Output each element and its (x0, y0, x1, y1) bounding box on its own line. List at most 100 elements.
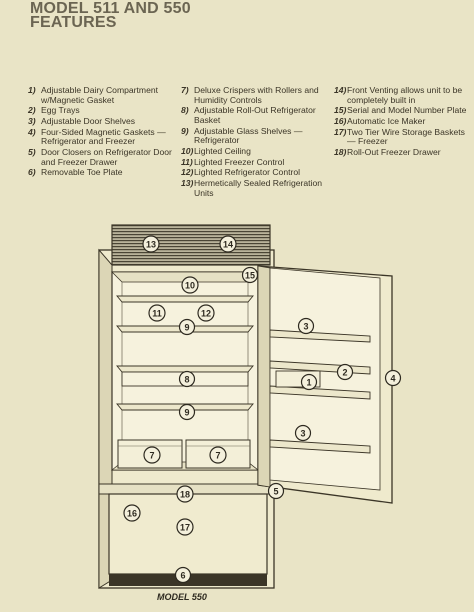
feature-text: Automatic Ice Maker (347, 116, 426, 127)
door-shelf-4 (269, 439, 371, 454)
callout-13: 13 (142, 235, 160, 253)
callout-1: 1 (300, 373, 318, 391)
door-shelf-3 (269, 385, 371, 400)
feature-text: Roll-Out Freezer Drawer (347, 147, 441, 158)
feature-text: Adjustable Door Shelves (41, 116, 136, 127)
callout-label: 4 (390, 374, 395, 384)
feature-item: 5) Door Closers on Refrigerator Door and … (28, 148, 173, 167)
feature-item: 3) Adjustable Door Shelves (28, 116, 173, 127)
feature-number: 3) (28, 116, 36, 127)
feature-column-3: 14)Front Venting allows unit to be compl… (334, 85, 472, 159)
callout-7-right: 7 (209, 446, 227, 464)
callout-12: 12 (197, 304, 215, 322)
callout-8: 8 (178, 370, 196, 388)
feature-number: 1) (28, 85, 36, 95)
title-line-1: MODEL 511 AND 550 (30, 0, 191, 17)
callout-label: 15 (245, 271, 255, 281)
title-line-2: FEATURES (30, 14, 117, 31)
callout-3-top: 3 (297, 317, 315, 335)
callout-9-lower: 9 (178, 403, 196, 421)
callout-label: 7 (215, 451, 220, 461)
callout-3-bottom: 3 (294, 424, 312, 442)
feature-number: 6) (28, 167, 36, 178)
feature-text: Front Venting allows unit to be complete… (347, 85, 463, 105)
callout-4: 4 (384, 369, 402, 387)
feature-item: 12)Lighted Refrigerator Control (181, 168, 326, 178)
door-shelf-1 (269, 329, 371, 343)
feature-number: 15) (334, 105, 347, 116)
feature-item: 10)Lighted Ceiling (181, 145, 326, 157)
callout-label: 1 (306, 378, 311, 388)
feature-text: Lighted Refrigerator Control (194, 167, 301, 178)
feature-item: 18)Roll-Out Freezer Drawer (334, 147, 472, 158)
callout-label: 17 (180, 523, 190, 533)
feature-text: Adjustable Glass Shelves — Refrigerator (194, 125, 303, 146)
feature-item: 7) Deluxe Crispers with Rollers and Humid… (181, 85, 326, 105)
callout-label: 14 (223, 240, 233, 250)
feature-column-2: 7) Deluxe Crispers with Rollers and Humid… (181, 85, 326, 200)
feature-item: 6) Removable Toe Plate (28, 168, 173, 178)
door-edge (257, 265, 271, 488)
page-title: MODEL 511 AND 550 FEATURES (30, 0, 230, 31)
feature-item: 2) Egg Trays (28, 106, 173, 116)
callout-label: 11 (152, 309, 162, 319)
feature-item: 1) Adjustable Dairy Compartment w/Magneti… (28, 85, 173, 105)
callout-label: 9 (184, 408, 189, 418)
feature-item: 13)Hermetically Sealed Refrigeration Uni… (181, 179, 326, 198)
feature-number: 18) (334, 147, 347, 158)
feature-item: 14)Front Venting allows unit to be compl… (334, 85, 472, 105)
feature-number: 11) (181, 156, 193, 167)
feature-item: 9) Adjustable Glass Shelves — Refrigerato… (181, 125, 326, 146)
callout-15: 15 (241, 266, 259, 284)
feature-item: 4) Four-Sided Magnetic Gaskets — Refriger… (28, 126, 173, 147)
feature-column-1: 1) Adjustable Dairy Compartment w/Magneti… (28, 85, 173, 179)
feature-text: Lighted Freezer Control (194, 156, 285, 167)
callout-label: 16 (127, 509, 137, 519)
callout-9-upper: 9 (178, 318, 196, 336)
callout-label: 2 (342, 368, 347, 378)
callout-label: 5 (273, 487, 278, 497)
feature-text: Egg Trays (41, 105, 80, 116)
feature-number: 17) (334, 126, 347, 137)
feature-text: Hermetically Sealed Refrigeration Units (194, 178, 323, 198)
feature-text: Door Closers on Refrigerator Door and Fr… (41, 147, 172, 167)
feature-number: 8) (181, 105, 189, 116)
feature-text: Lighted Ceiling (194, 145, 251, 156)
feature-number: 12) (181, 167, 194, 178)
feature-text: Serial and Model Number Plate (347, 105, 467, 116)
callout-label: 8 (184, 375, 189, 385)
feature-item: 8) Adjustable Roll-Out Refrigerator Baske… (181, 106, 326, 125)
feature-text: Adjustable Dairy Compartment w/Magnetic … (41, 85, 159, 105)
callout-2: 2 (336, 363, 354, 381)
callout-label: 6 (180, 571, 185, 581)
feature-text: Removable Toe Plate (41, 167, 123, 178)
callout-14: 14 (219, 235, 237, 253)
feature-item: 16)Automatic Ice Maker (334, 116, 472, 127)
callout-label: 7 (149, 451, 154, 461)
vent-grille (111, 224, 271, 266)
feature-text: Deluxe Crispers with Rollers and Humidit… (194, 85, 319, 105)
diagram-caption: MODEL 550 (157, 592, 207, 602)
feature-number: 5) (28, 147, 36, 158)
feature-text: Four-Sided Magnetic Gaskets — Refrigerat… (41, 126, 166, 147)
callout-16: 16 (123, 504, 141, 522)
feature-number: 14) (334, 85, 347, 95)
feature-number: 7) (181, 85, 189, 95)
feature-number: 9) (181, 125, 189, 136)
shelf-basket-top (116, 365, 254, 373)
callout-5: 5 (267, 482, 285, 500)
callout-label: 13 (146, 240, 156, 250)
feature-item: 11)Lighted Freezer Control (181, 156, 326, 168)
feature-number: 2) (28, 105, 36, 116)
feature-number: 10) (181, 145, 194, 156)
callout-label: 12 (201, 309, 211, 319)
callout-7-left: 7 (143, 446, 161, 464)
callout-label: 3 (303, 322, 308, 332)
callout-18: 18 (176, 485, 194, 503)
feature-text: Adjustable Roll-Out Refrigerator Basket (194, 105, 316, 125)
feature-number: 4) (28, 126, 36, 137)
feature-text: Two Tier Wire Storage Baskets — Freezer (347, 126, 465, 147)
callout-10: 10 (181, 276, 199, 294)
